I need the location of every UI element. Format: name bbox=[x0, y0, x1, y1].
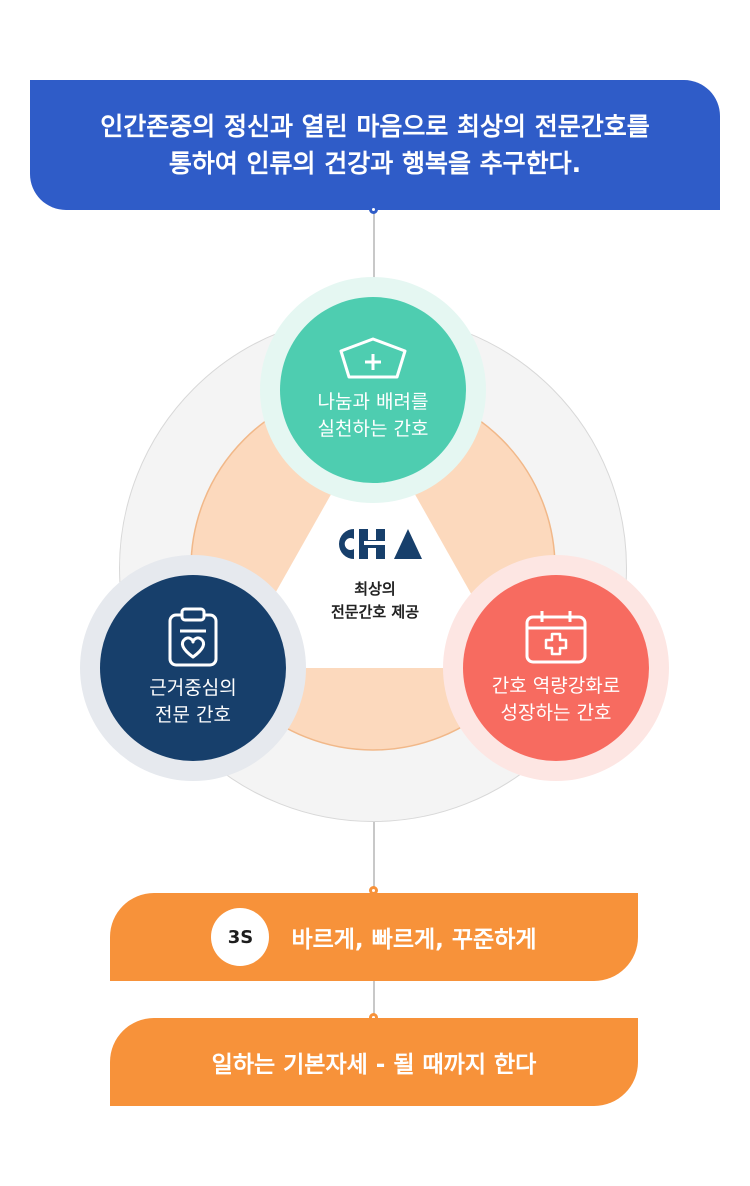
top-node-line-1: 나눔과 배려를 bbox=[317, 391, 429, 413]
three-s-badge: 3S bbox=[211, 908, 270, 966]
connector-line-bottom bbox=[373, 820, 375, 895]
center-line-2: 전문간호 제공 bbox=[330, 603, 420, 621]
connector-dot-mission bbox=[369, 205, 378, 214]
right-node: 간호 역량강화로 성장하는 간호 bbox=[463, 575, 649, 761]
clipboard-heart-icon bbox=[168, 607, 218, 667]
right-node-line-2: 성장하는 간호 bbox=[500, 702, 612, 724]
connector-line-top bbox=[373, 210, 375, 320]
right-node-line-1: 간호 역량강화로 bbox=[491, 675, 621, 697]
attitude-pill: 일하는 기본자세 - 될 때까지 한다 bbox=[110, 1018, 638, 1106]
connector-line-pills bbox=[373, 980, 375, 1022]
mission-line-1: 인간존중의 정신과 열린 마음으로 최상의 전문간호를 bbox=[100, 112, 650, 141]
mission-banner: 인간존중의 정신과 열린 마음으로 최상의 전문간호를 통하여 인류의 건강과 … bbox=[30, 80, 720, 210]
cha-logo bbox=[339, 529, 422, 559]
attitude-text: 일하는 기본자세 - 될 때까지 한다 bbox=[211, 1052, 537, 1078]
left-node-line-1: 근거중심의 bbox=[149, 677, 237, 699]
center-label: 최상의 전문간호 제공 bbox=[300, 578, 450, 624]
top-node-line-2: 실천하는 간호 bbox=[317, 418, 429, 440]
nurse-cap-icon bbox=[339, 337, 407, 379]
center-line-1: 최상의 bbox=[354, 580, 396, 598]
three-s-text: 바르게, 빠르게, 꾸준하게 bbox=[291, 927, 537, 953]
mission-line-2: 통하여 인류의 건강과 행복을 추구한다. bbox=[168, 149, 582, 178]
top-node: 나눔과 배려를 실천하는 간호 bbox=[280, 297, 466, 483]
left-node-line-2: 전문 간호 bbox=[155, 704, 231, 726]
left-node: 근거중심의 전문 간호 bbox=[100, 575, 286, 761]
three-s-pill: 3S 바르게, 빠르게, 꾸준하게 bbox=[110, 893, 638, 981]
calendar-cross-icon bbox=[525, 611, 587, 664]
